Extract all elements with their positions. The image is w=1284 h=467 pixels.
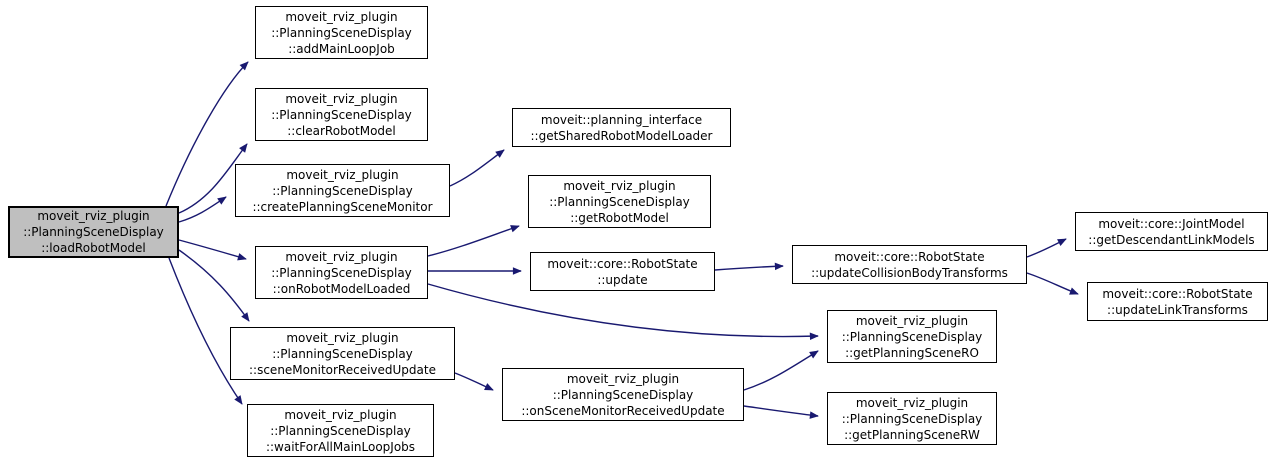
edge-onRobotModelLoaded-getPlanningSceneRO: [427, 283, 819, 341]
node-clearRobotModel[interactable]: moveit_rviz_plugin ::PlanningSceneDispla…: [255, 88, 428, 141]
node-getRobotModel[interactable]: moveit_rviz_plugin ::PlanningSceneDispla…: [528, 175, 711, 228]
node-label-line: moveit_rviz_plugin: [855, 313, 969, 328]
node-updateCollisionBodyTransforms[interactable]: moveit::core::RobotState ::updateCollisi…: [792, 245, 1027, 284]
node-label-line: ::PlanningSceneDisplay: [270, 423, 411, 438]
edge-loadRobotModel-waitForAllMainLoopJobs: [168, 257, 243, 405]
node-robotState-update[interactable]: moveit::core::RobotState ::update: [530, 252, 715, 291]
node-label-line: ::waitForAllMainLoopJobs: [265, 439, 416, 454]
edge-updateCollisionBodyTransforms-getDescendantLinkModels: [1026, 238, 1067, 258]
node-label-line: moveit_rviz_plugin: [285, 249, 398, 264]
node-label-line: ::getRobotModel: [570, 210, 669, 225]
edge-loadRobotModel-onRobotModelLoaded: [178, 239, 247, 261]
node-label-line: ::getPlanningSceneRO: [845, 345, 979, 360]
edge-updateCollisionBodyTransforms-updateLinkTransforms: [1026, 272, 1079, 295]
node-label-line: ::updateLinkTransforms: [1107, 302, 1248, 317]
node-label-line: ::PlanningSceneDisplay: [271, 25, 412, 40]
node-label-line: ::PlanningSceneDisplay: [271, 265, 412, 280]
node-label-line: ::getDescendantLinkModels: [1088, 232, 1255, 247]
node-sceneMonitorReceivedUpdate[interactable]: moveit_rviz_plugin ::PlanningSceneDispla…: [230, 327, 455, 380]
node-label-line: moveit_rviz_plugin: [285, 91, 398, 106]
node-getPlanningSceneRW[interactable]: moveit_rviz_plugin ::PlanningSceneDispla…: [827, 392, 997, 445]
node-label-line: ::PlanningSceneDisplay: [841, 411, 983, 426]
node-label-line: moveit_rviz_plugin: [566, 371, 680, 386]
edge-onRobotModelLoaded-getRobotModel: [427, 225, 520, 257]
node-label-line: moveit::core::RobotState: [547, 256, 698, 271]
node-label-line: moveit::core::RobotState: [834, 249, 985, 264]
node-label-line: ::clearRobotModel: [287, 123, 396, 138]
edge-loadRobotModel-clearRobotModel: [178, 143, 248, 214]
edge-sceneMonitorReceivedUpdate-onSceneMonitorReceivedUpdate: [454, 372, 494, 391]
node-label-line: moveit_rviz_plugin: [855, 395, 969, 410]
node-getSharedRobotModelLoader[interactable]: moveit::planning_interface ::getSharedRo…: [512, 108, 731, 147]
node-label-line: moveit_rviz_plugin: [285, 9, 398, 24]
node-updateLinkTransforms[interactable]: moveit::core::RobotState ::updateLinkTra…: [1087, 282, 1268, 321]
node-label-line: ::PlanningSceneDisplay: [552, 387, 694, 402]
edge-createPlanningSceneMonitor-getSharedRobotModelLoader: [449, 149, 505, 187]
node-label-line: moveit_rviz_plugin: [286, 330, 399, 345]
node-label-line: ::getPlanningSceneRW: [844, 427, 980, 442]
node-getDescendantLinkModels[interactable]: moveit::core::JointModel ::getDescendant…: [1075, 212, 1268, 251]
node-label-line: ::loadRobotModel: [41, 241, 146, 255]
node-addMainLoopJob[interactable]: moveit_rviz_plugin ::PlanningSceneDispla…: [255, 6, 428, 59]
node-label-line: ::PlanningSceneDisplay: [271, 107, 412, 122]
edge-loadRobotModel-createPlanningSceneMonitor: [178, 196, 227, 223]
node-loadRobotModel[interactable]: moveit_rviz_plugin ::PlanningSceneDispla…: [8, 206, 179, 258]
node-label-line: ::PlanningSceneDisplay: [841, 329, 983, 344]
node-label-line: ::onSceneMonitorReceivedUpdate: [521, 403, 725, 418]
edge-loadRobotModel-addMainLoopJob: [165, 61, 249, 207]
node-label-line: ::createPlanningSceneMonitor: [252, 199, 433, 214]
node-label-line: moveit::core::JointModel: [1098, 216, 1245, 231]
node-label-line: moveit_rviz_plugin: [284, 407, 397, 422]
node-label-line: moveit_rviz_plugin: [286, 167, 399, 182]
edge-onSceneMonitorReceivedUpdate-getPlanningSceneRW: [743, 405, 819, 419]
node-label-line: ::sceneMonitorReceivedUpdate: [249, 362, 436, 377]
node-label-line: ::PlanningSceneDisplay: [272, 346, 413, 361]
node-label-line: ::getSharedRobotModelLoader: [530, 128, 713, 143]
node-label-line: moveit::planning_interface: [540, 112, 703, 127]
node-label-line: ::PlanningSceneDisplay: [272, 183, 413, 198]
edge-onSceneMonitorReceivedUpdate-getPlanningSceneRO: [743, 350, 819, 391]
node-createPlanningSceneMonitor[interactable]: moveit_rviz_plugin ::PlanningSceneDispla…: [235, 164, 450, 217]
node-getPlanningSceneRO[interactable]: moveit_rviz_plugin ::PlanningSceneDispla…: [827, 310, 997, 363]
node-label-line: ::onRobotModelLoaded: [272, 281, 411, 296]
node-label-line: ::addMainLoopJob: [288, 41, 395, 56]
edge-loadRobotModel-sceneMonitorReceivedUpdate: [178, 249, 250, 322]
node-onSceneMonitorReceivedUpdate[interactable]: moveit_rviz_plugin ::PlanningSceneDispla…: [502, 368, 744, 421]
node-waitForAllMainLoopJobs[interactable]: moveit_rviz_plugin ::PlanningSceneDispla…: [247, 404, 434, 457]
node-label-line: moveit_rviz_plugin: [37, 209, 150, 223]
node-label-line: ::updateCollisionBodyTransforms: [811, 265, 1008, 280]
node-onRobotModelLoaded[interactable]: moveit_rviz_plugin ::PlanningSceneDispla…: [255, 246, 428, 299]
node-label-line: moveit_rviz_plugin: [563, 178, 676, 193]
node-label-line: ::PlanningSceneDisplay: [549, 194, 690, 209]
node-label-line: ::update: [597, 272, 648, 287]
node-label-line: ::PlanningSceneDisplay: [23, 225, 164, 239]
node-label-line: moveit::core::RobotState: [1102, 286, 1253, 301]
edge-robotStateUpdate-updateCollisionBodyTransforms: [714, 262, 784, 271]
